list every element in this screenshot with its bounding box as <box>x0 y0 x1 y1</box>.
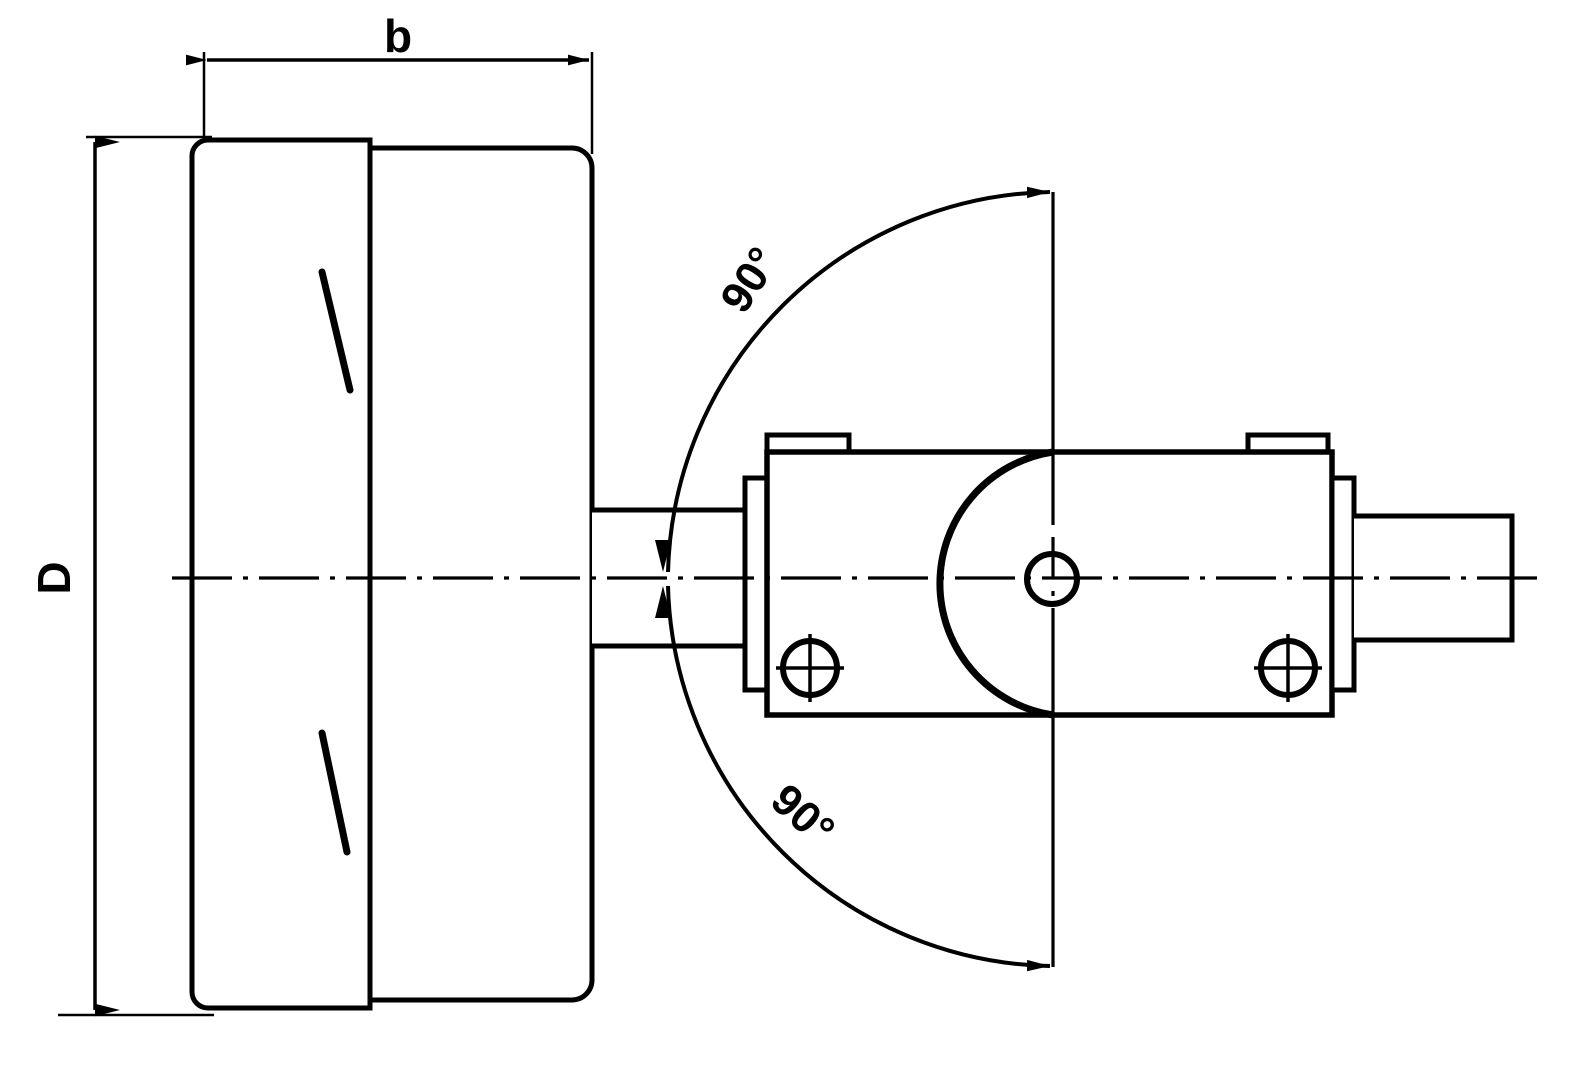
D-dimension-label: D <box>28 561 80 594</box>
left-flange-profile <box>742 475 770 693</box>
valve-block-body <box>764 432 1335 719</box>
handwheel-assembly <box>189 137 595 1011</box>
dimension-D: D <box>28 135 214 1017</box>
b-dimension-label: b <box>384 10 412 62</box>
rotation-arc-upper-path <box>666 186 1051 573</box>
right-flange-profile <box>1329 475 1357 693</box>
bolt-hole-right <box>1254 634 1322 702</box>
break-line-lower <box>318 729 351 856</box>
pivot-arrow-up-glyph <box>655 586 671 618</box>
handwheel-rim-outer-profile <box>367 145 595 1003</box>
pivot-indicator-arrows <box>655 540 671 618</box>
right-shaft-assembly <box>1329 475 1515 693</box>
break-line-upper <box>318 268 354 394</box>
handwheel-hub-profile <box>189 137 373 1011</box>
bolt-hole-left <box>776 634 844 702</box>
rotation-arc-lower-path <box>666 585 1051 972</box>
dimension-b: b <box>186 10 594 154</box>
left-hub-flange <box>742 475 770 693</box>
internal-boss-arc <box>936 448 1054 719</box>
pivot-arrow-down-glyph <box>655 540 671 572</box>
